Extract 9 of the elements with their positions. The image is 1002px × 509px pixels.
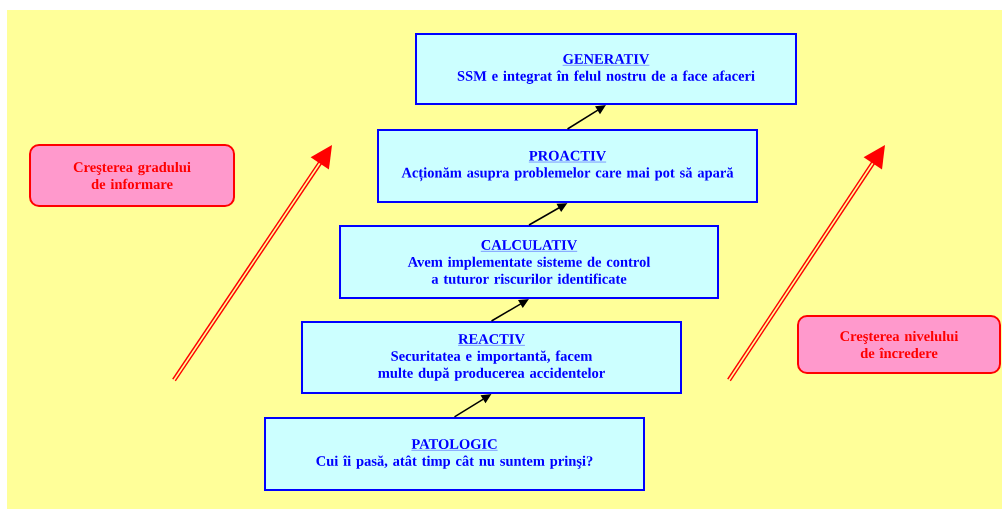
stage-box: PROACTIV Acționăm asupra problemelor care mai pot să apară: [377, 129, 758, 203]
stage-box: GENERATIV SSM e integrat în felul nostru de a face afaceri: [415, 33, 797, 105]
arrow: [490, 299, 529, 322]
arrow: [566, 105, 606, 130]
note-box: Creşterea nivelului de încredere: [797, 315, 1001, 374]
stage-box: PATOLOGIC Cui îi pasă, atât timp cât nu suntem prinşi?: [264, 417, 645, 491]
stage-box: CALCULATIV Avem implementate sisteme de control a tuturor riscurilor identificate: [339, 225, 719, 299]
note-box: Creşterea gradului de informare: [29, 144, 235, 207]
stage-box: REACTIV Securitatea e importantă, facem multe după producerea accidentelor: [301, 321, 682, 394]
